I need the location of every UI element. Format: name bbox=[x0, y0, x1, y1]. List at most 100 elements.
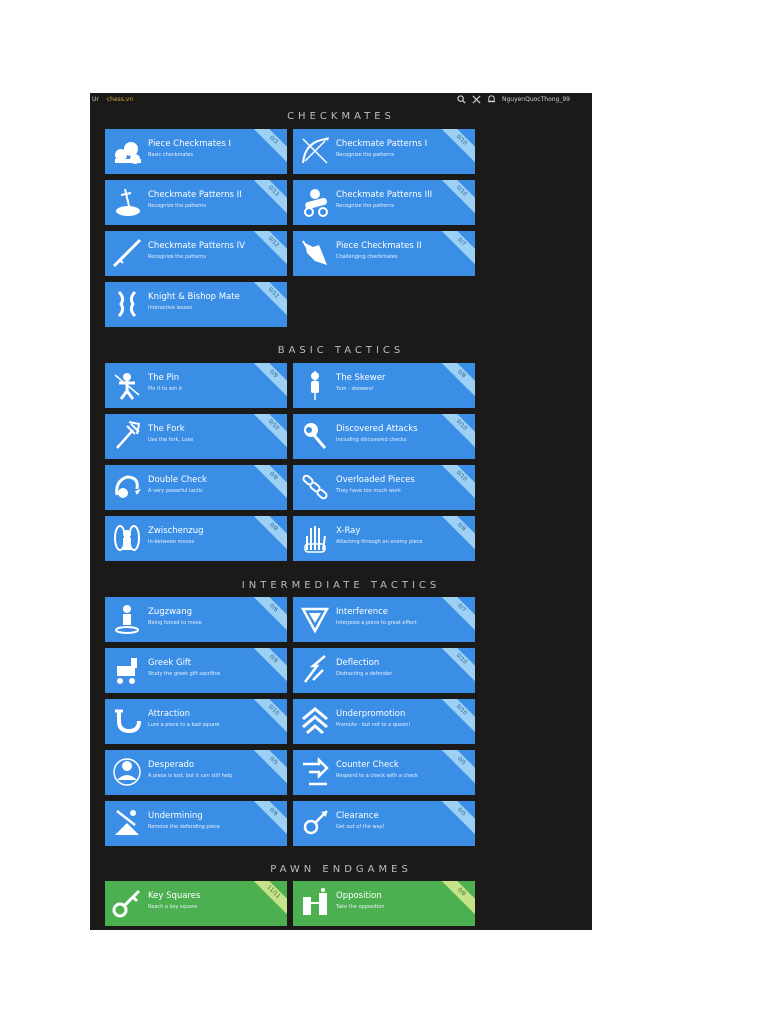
lesson-subtitle: Recognize the patterns bbox=[148, 203, 206, 209]
progress-ribbon: 0/8 bbox=[248, 465, 287, 501]
progress-ribbon: 0/10 bbox=[436, 129, 475, 165]
trojan-horse-icon bbox=[111, 654, 143, 686]
lesson-subtitle: Challenging checkmates bbox=[336, 254, 398, 260]
lesson-subtitle: Including discovered checks bbox=[336, 437, 407, 443]
lesson-subtitle: Recognize the patterns bbox=[336, 152, 394, 158]
rifle-icon bbox=[111, 237, 143, 269]
swords-icon[interactable] bbox=[472, 95, 481, 104]
progress-ribbon: 0/5 bbox=[436, 750, 475, 786]
progress-ribbon: 0/6 bbox=[248, 597, 287, 633]
lesson-subtitle: Being forced to move bbox=[148, 620, 202, 626]
progress-ribbon: 0/10 bbox=[436, 465, 475, 501]
progress-ribbon: 0/9 bbox=[248, 363, 287, 399]
app-window: Ur chess.vn NguyenQuocThong_99 CHECKMATES… bbox=[90, 93, 592, 930]
lesson-subtitle: Promote - but not to a queen! bbox=[336, 722, 411, 728]
lesson-card-piece-checkmates-i[interactable]: Piece Checkmates I Basic checkmates 0/3 bbox=[105, 129, 287, 174]
lesson-title: Deflection bbox=[336, 658, 380, 668]
lesson-subtitle: Remove the defending piece bbox=[148, 824, 220, 830]
progress-ribbon: 0/8 bbox=[436, 363, 475, 399]
progress-ribbon: 11/11 bbox=[248, 881, 287, 917]
lesson-title: Counter Check bbox=[336, 760, 399, 770]
discovered-icon bbox=[299, 420, 331, 452]
progress-ribbon: 0/6 bbox=[248, 801, 287, 837]
lesson-title: Zwischenzug bbox=[148, 526, 204, 536]
lesson-card-checkmate-patterns-iii[interactable]: Checkmate Patterns III Recognize the patt… bbox=[293, 180, 475, 225]
lesson-subtitle: They have too much work bbox=[336, 488, 402, 494]
progress-ribbon: 0/8 bbox=[436, 516, 475, 552]
lesson-subtitle: Use the fork, Luke bbox=[148, 437, 194, 443]
zwischenzug-icon bbox=[111, 522, 143, 554]
section-title-pawn-endgames: PAWN ENDGAMES bbox=[270, 864, 412, 875]
lesson-subtitle: Basic checkmates bbox=[148, 152, 194, 158]
lesson-subtitle: Interpose a piece to great effect bbox=[336, 620, 417, 626]
lesson-title: Checkmate Patterns IV bbox=[148, 241, 245, 251]
search-icon[interactable] bbox=[457, 95, 466, 104]
double-check-icon bbox=[111, 471, 143, 503]
section-title-checkmates: CHECKMATES bbox=[287, 111, 395, 122]
pin-icon bbox=[111, 369, 143, 401]
lesson-title: Discovered Attacks bbox=[336, 424, 418, 434]
lesson-subtitle: Respond to a check with a check bbox=[336, 773, 419, 779]
progress-ribbon: 0/10 bbox=[248, 414, 287, 450]
undermining-icon bbox=[111, 807, 143, 839]
menu-label[interactable]: Ur bbox=[92, 96, 99, 103]
progress-ribbon: 0/3 bbox=[248, 129, 287, 165]
lesson-title: Knight & Bishop Mate bbox=[148, 292, 240, 302]
lesson-title: Clearance bbox=[336, 811, 379, 821]
lesson-title: Checkmate Patterns III bbox=[336, 190, 433, 200]
lesson-title: Opposition bbox=[336, 891, 382, 901]
lesson-subtitle: Lure a piece to a bad square bbox=[148, 722, 220, 728]
lesson-subtitle: Take the opposition bbox=[336, 904, 385, 910]
section-title-basic-tactics: BASIC TACTICS bbox=[277, 345, 405, 356]
progress-ribbon: 0/13 bbox=[248, 180, 287, 216]
lesson-subtitle: Study the greek gift sacrifice bbox=[148, 671, 221, 677]
pieces-icon bbox=[111, 135, 143, 167]
username-link[interactable]: NguyenQuocThong_99 bbox=[501, 96, 570, 103]
progress-ribbon: 0/7 bbox=[436, 231, 475, 267]
progress-ribbon: 0/8 bbox=[436, 881, 475, 917]
progress-ribbon: 0/8 bbox=[248, 516, 287, 552]
top-bar-right: NguyenQuocThong_99 bbox=[457, 95, 570, 104]
lesson-subtitle: Pin it to win it bbox=[148, 386, 183, 392]
lesson-title: Interference bbox=[336, 607, 389, 617]
site-logo[interactable]: chess.vn bbox=[106, 96, 134, 103]
chain-icon bbox=[299, 471, 331, 503]
progress-ribbon: 0/12 bbox=[248, 282, 287, 318]
lesson-subtitle: Attacking through an enemy piece bbox=[336, 539, 423, 545]
progress-ribbon: 0/7 bbox=[436, 597, 475, 633]
lesson-title: Piece Checkmates I bbox=[148, 139, 231, 149]
chevrons-icon bbox=[299, 705, 331, 737]
lesson-subtitle: Recognize the patterns bbox=[336, 203, 394, 209]
bell-icon[interactable] bbox=[487, 95, 496, 104]
lesson-title: Desperado bbox=[148, 760, 195, 770]
top-bar-left: Ur chess.vn bbox=[92, 96, 133, 103]
progress-ribbon: 0/10 bbox=[436, 648, 475, 684]
lesson-subtitle: Distracting a defender bbox=[336, 671, 393, 677]
progress-ribbon: 0/12 bbox=[248, 231, 287, 267]
